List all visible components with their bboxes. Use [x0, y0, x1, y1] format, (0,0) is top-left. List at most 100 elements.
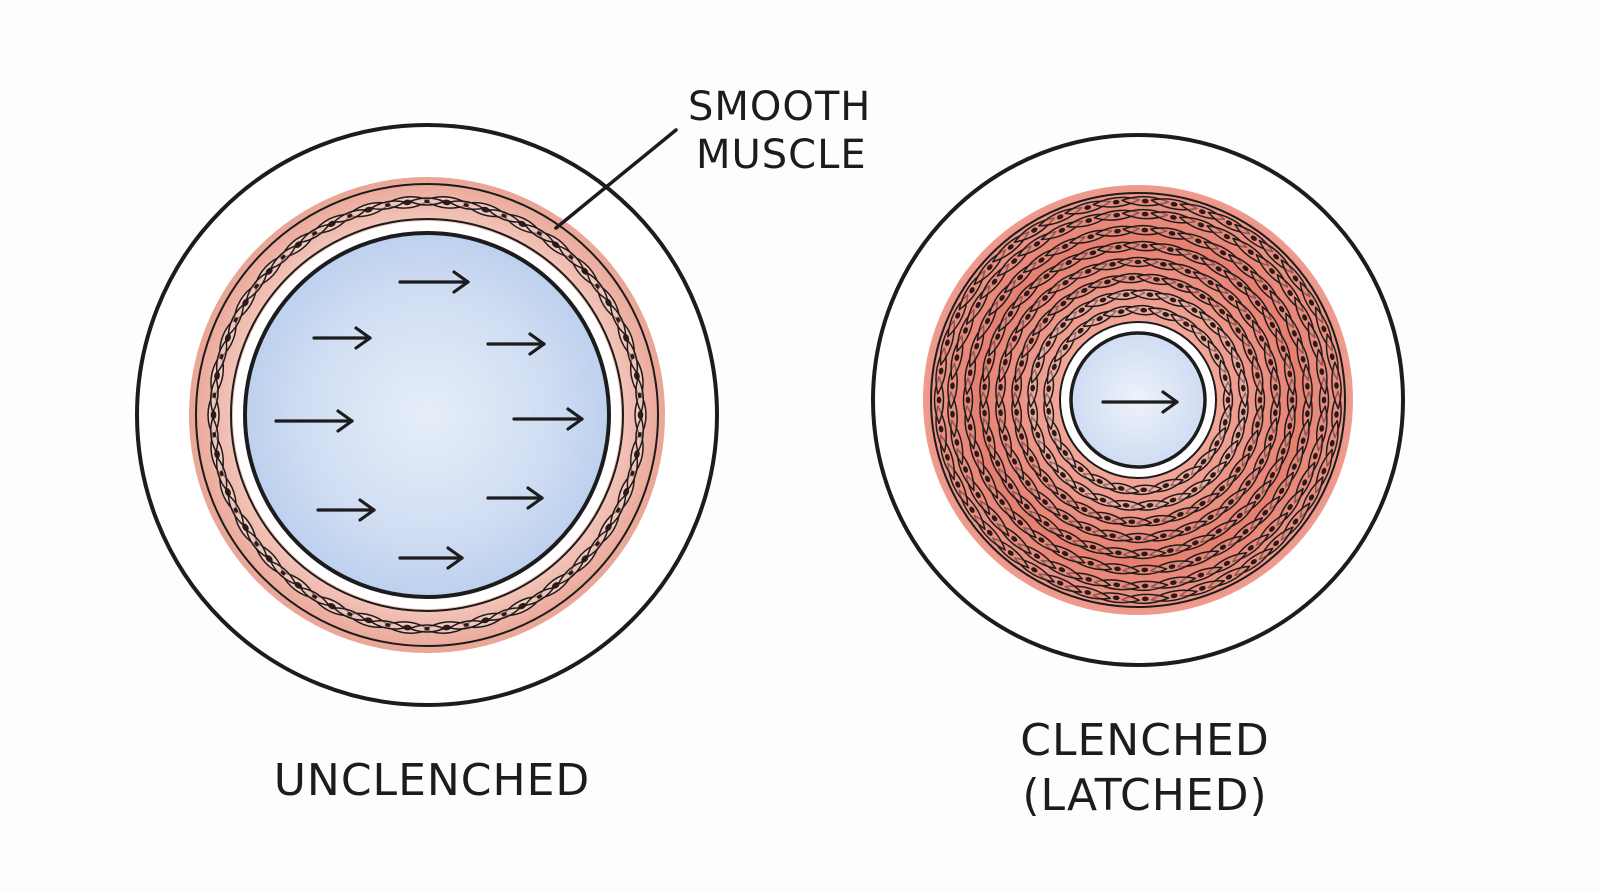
cell-nucleus	[1114, 228, 1121, 234]
cell-nucleus	[1084, 205, 1092, 210]
cell-nucleus	[1087, 234, 1095, 240]
cell-nucleus	[312, 231, 318, 236]
cell-nucleus	[1247, 545, 1254, 551]
cell-nucleus	[1007, 550, 1014, 556]
cell-nucleus	[1287, 503, 1293, 511]
cell-nucleus	[212, 432, 217, 438]
flow-arrow-head	[566, 407, 584, 431]
flow-arrow-head	[336, 409, 354, 433]
cell-nucleus	[385, 203, 391, 207]
smooth-muscle-label-line1: SMOOTH	[688, 84, 871, 130]
cell-nucleus	[1200, 458, 1207, 465]
cell-nucleus	[1329, 353, 1335, 361]
cell-nucleus	[1058, 567, 1066, 573]
cell-nucleus	[982, 409, 987, 417]
cell-nucleus	[1245, 313, 1251, 320]
cell-nucleus	[1312, 452, 1318, 460]
cell-nucleus	[1184, 268, 1192, 274]
cell-nucleus	[1168, 231, 1176, 236]
cell-nucleus	[1280, 448, 1286, 455]
cell-nucleus	[254, 541, 259, 547]
cell-nucleus	[1078, 307, 1085, 313]
cell-nucleus	[1104, 279, 1111, 285]
cell-nucleus	[1308, 299, 1315, 306]
cell-nucleus	[1096, 478, 1103, 484]
cell-nucleus	[1128, 519, 1136, 525]
cell-nucleus	[938, 425, 944, 433]
cell-nucleus	[1269, 526, 1275, 532]
cell-nucleus	[936, 396, 942, 404]
cell-nucleus	[637, 432, 642, 438]
cell-nucleus	[1319, 368, 1325, 375]
cell-nucleus	[1287, 422, 1293, 430]
cell-nucleus	[568, 254, 574, 260]
cell-nucleus	[616, 507, 621, 513]
cell-nucleus	[955, 481, 961, 488]
cell-nucleus	[501, 612, 507, 617]
cell-nucleus	[1051, 363, 1057, 371]
cell-nucleus	[991, 515, 998, 522]
cell-nucleus	[1033, 553, 1041, 559]
cell-nucleus	[1141, 211, 1149, 217]
cell-nucleus	[1255, 300, 1261, 307]
cell-nucleus	[1025, 313, 1031, 320]
smooth-muscle-label-line2: MUSCLE	[696, 132, 867, 178]
cell-nucleus	[1035, 431, 1041, 439]
cell-nucleus	[1255, 421, 1260, 428]
cell-nucleus	[974, 342, 980, 350]
cell-nucleus	[1162, 311, 1170, 317]
cell-nucleus	[1078, 487, 1085, 493]
cell-nucleus	[975, 301, 981, 309]
cell-nucleus	[1321, 396, 1327, 404]
cell-nucleus	[1219, 544, 1227, 550]
cell-nucleus	[1169, 497, 1177, 503]
cell-nucleus	[1245, 480, 1251, 487]
cell-nucleus	[637, 392, 642, 398]
cell-nucleus	[1250, 235, 1257, 241]
flow-arrow-head	[526, 486, 544, 510]
cell-nucleus	[1273, 253, 1280, 260]
unclenched-flow-arrows	[274, 270, 584, 570]
unclenched-muscle-inner-edge	[230, 218, 624, 612]
cell-nucleus	[233, 507, 238, 513]
cell-nucleus	[969, 506, 975, 513]
cell-nucleus	[1002, 358, 1008, 366]
cell-nucleus	[1043, 273, 1050, 279]
cell-nucleus	[501, 213, 507, 218]
cell-nucleus	[1112, 199, 1120, 205]
cell-nucleus	[347, 213, 353, 218]
cell-nucleus	[1002, 434, 1008, 442]
cell-nucleus	[969, 287, 975, 294]
cell-nucleus	[1222, 419, 1228, 426]
cell-nucleus	[1042, 317, 1049, 324]
cell-nucleus	[1014, 408, 1019, 416]
cell-nucleus	[1081, 287, 1088, 294]
cell-nucleus	[986, 529, 993, 536]
cell-nucleus	[950, 410, 955, 418]
cell-nucleus	[1114, 566, 1121, 572]
cell-nucleus	[1011, 458, 1018, 465]
cell-nucleus	[1191, 307, 1198, 313]
cell-nucleus	[1043, 521, 1050, 527]
cell-nucleus	[1019, 433, 1025, 440]
cell-nucleus	[1170, 215, 1177, 220]
cell-nucleus	[965, 396, 971, 404]
cell-nucleus	[1115, 550, 1122, 556]
cell-nucleus	[963, 327, 968, 334]
cell-nucleus	[1099, 297, 1107, 303]
cell-nucleus	[1045, 453, 1051, 460]
cell-nucleus	[1280, 345, 1286, 352]
cell-nucleus	[1235, 361, 1241, 369]
cell-nucleus	[1222, 374, 1228, 381]
cell-nucleus	[954, 354, 960, 361]
cell-nucleus	[1273, 540, 1280, 547]
cell-nucleus	[1240, 408, 1246, 416]
cell-nucleus	[1183, 473, 1190, 479]
cell-nucleus	[280, 570, 286, 576]
cell-nucleus	[1085, 218, 1093, 223]
cell-nucleus	[1192, 254, 1199, 260]
cell-nucleus	[1061, 243, 1069, 249]
cell-nucleus	[219, 353, 224, 360]
cell-nucleus	[986, 435, 992, 443]
unclenched-muscle-outer-edge	[195, 183, 659, 647]
